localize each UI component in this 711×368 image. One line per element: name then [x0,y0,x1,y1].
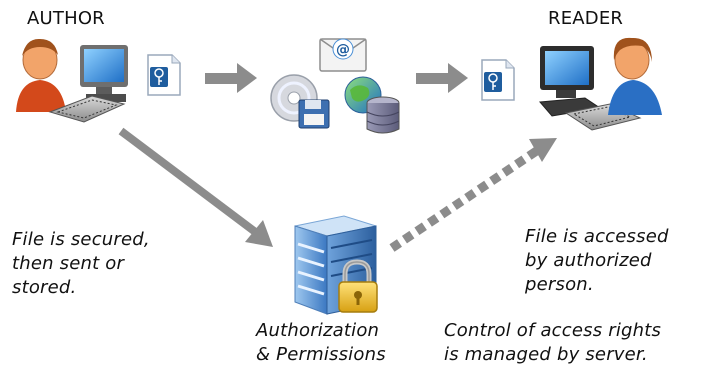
server-caption: Authorization & Permissions [256,320,386,365]
globe-database-icon [344,76,400,134]
svg-text:@: @ [336,42,350,58]
secured-file-icon [147,54,181,96]
received-file-icon [481,59,515,101]
reader-computer-icon [538,37,662,131]
control-caption: Control of access rights is managed by s… [444,320,662,365]
email-icon: @ [319,38,367,72]
author-label: AUTHOR [27,8,105,29]
accessed-caption: File is accessed by authorized person. [525,226,669,295]
secured-caption: File is secured, then sent or stored. [12,229,150,298]
flow-arrow-1 [205,63,257,93]
secure-arrow [118,127,273,247]
author-computer-icon [16,38,128,123]
reader-label: READER [548,8,624,29]
lock-icon [338,259,378,313]
flow-arrow-2 [416,63,468,93]
disk-icon [270,74,330,129]
access-arrow [389,138,557,252]
